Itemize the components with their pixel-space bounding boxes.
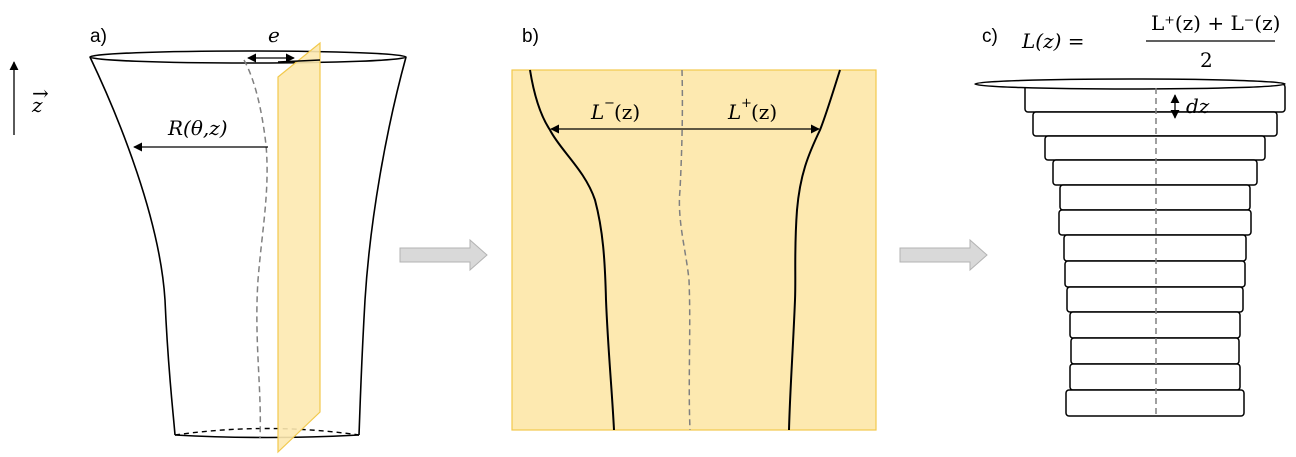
z-axis-label: z <box>31 93 43 117</box>
formula-numerator: L⁺(z) + L⁻(z) <box>1151 11 1280 35</box>
svg-text:−: − <box>604 96 615 111</box>
formula-lhs: L(z) = <box>1021 29 1085 53</box>
panel-b: b) L − (z) L + (z) <box>511 26 877 431</box>
left-profile-curve <box>529 69 615 431</box>
vase-centerline <box>243 59 268 439</box>
vase-bottom-back <box>174 427 360 436</box>
disk-slice <box>1044 135 1266 161</box>
section-plane <box>277 41 321 454</box>
transition-arrow-1 <box>399 238 488 272</box>
z-vector-mark: → <box>32 81 49 105</box>
disk-slice <box>1065 389 1245 417</box>
disk-slice <box>1064 260 1246 288</box>
dz-label: dz <box>1186 94 1210 118</box>
svg-text:L: L <box>727 100 741 124</box>
top-disk-rim <box>974 78 1286 90</box>
svg-text:(z): (z) <box>614 100 640 124</box>
radius-label: R(θ,z) <box>167 116 228 140</box>
disk-stack <box>974 78 1286 417</box>
panel-a-label: a) <box>90 26 107 47</box>
vase-left-wall <box>89 56 176 436</box>
vase-bottom-front <box>174 434 360 439</box>
disk-slice <box>1032 111 1278 137</box>
l-plus-label: L + (z) <box>727 96 777 124</box>
svg-text:+: + <box>741 96 752 111</box>
disk-slice <box>1059 184 1251 211</box>
disk-slice <box>1069 363 1241 391</box>
panel-a: a) z → e R(θ,z) <box>9 23 407 454</box>
disk-slice <box>1058 209 1252 236</box>
vase-top-rim <box>89 50 407 64</box>
panel-c-label: c) <box>982 26 998 47</box>
panel-b-label: b) <box>522 26 539 47</box>
section-centerline <box>678 69 691 431</box>
svg-text:L: L <box>590 100 604 124</box>
disk-slice <box>1070 337 1240 365</box>
disk-slice <box>1066 286 1244 313</box>
disk-slice <box>1052 159 1258 186</box>
l-minus-label: L − (z) <box>590 96 640 124</box>
right-profile-curve <box>788 69 841 431</box>
formula-denominator: 2 <box>1200 48 1213 72</box>
offset-e-label: e <box>268 23 280 47</box>
vase-right-wall <box>358 56 407 436</box>
svg-text:(z): (z) <box>751 100 777 124</box>
disk-slice <box>1069 311 1241 339</box>
disk-slice <box>1063 234 1247 262</box>
panel-c: c) L(z) = L⁺(z) + L⁻(z) 2 dz <box>974 11 1286 417</box>
transition-arrow-2 <box>899 238 988 272</box>
